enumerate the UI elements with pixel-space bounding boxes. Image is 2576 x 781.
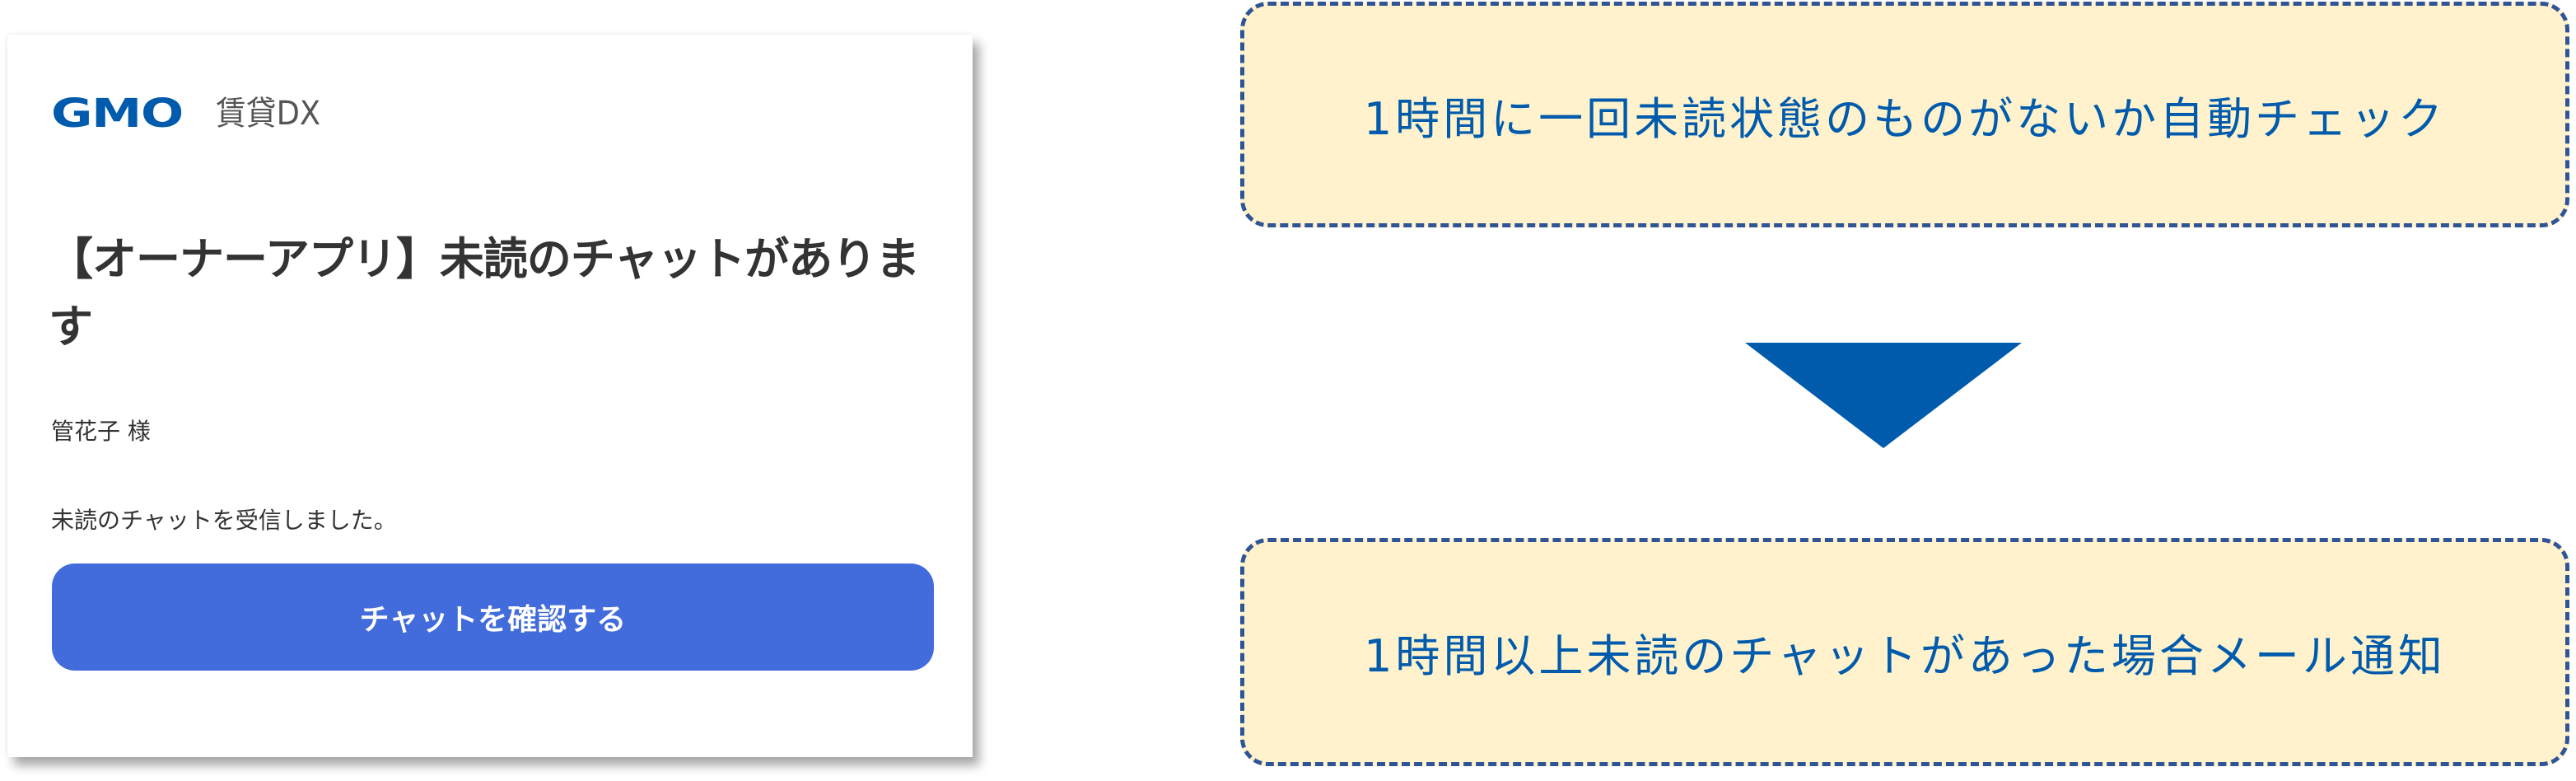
logo-brand: GMO: [51, 91, 184, 137]
flow-step-auto-check: 1時間に一回未読状態のものがないか自動チェック: [1240, 2, 2569, 227]
email-title: 【オーナーアプリ】未読のチャットがあります: [49, 233, 920, 353]
flow-step-email-notification: 1時間以上未読のチャットがあった場合メール通知: [1240, 538, 2569, 766]
email-greeting: 管花子 様: [51, 418, 151, 445]
gmo-chintai-dx-logo: GMO 賃貸DX: [51, 91, 329, 137]
email-notification-card: GMO 賃貸DX 【オーナーアプリ】未読のチャットがあります 管花子 様 未読の…: [7, 35, 973, 757]
down-triangle-arrow-icon: [1745, 343, 2022, 448]
check-chat-button[interactable]: チャットを確認する: [52, 564, 934, 671]
flow-step-label: 1時間以上未読のチャットがあった場合メール通知: [1364, 630, 2446, 682]
logo-service-name: 賃貸DX: [216, 95, 321, 133]
flow-step-label: 1時間に一回未読状態のものがないか自動チェック: [1363, 92, 2447, 145]
email-body-text: 未読のチャットを受信しました。: [51, 507, 397, 534]
